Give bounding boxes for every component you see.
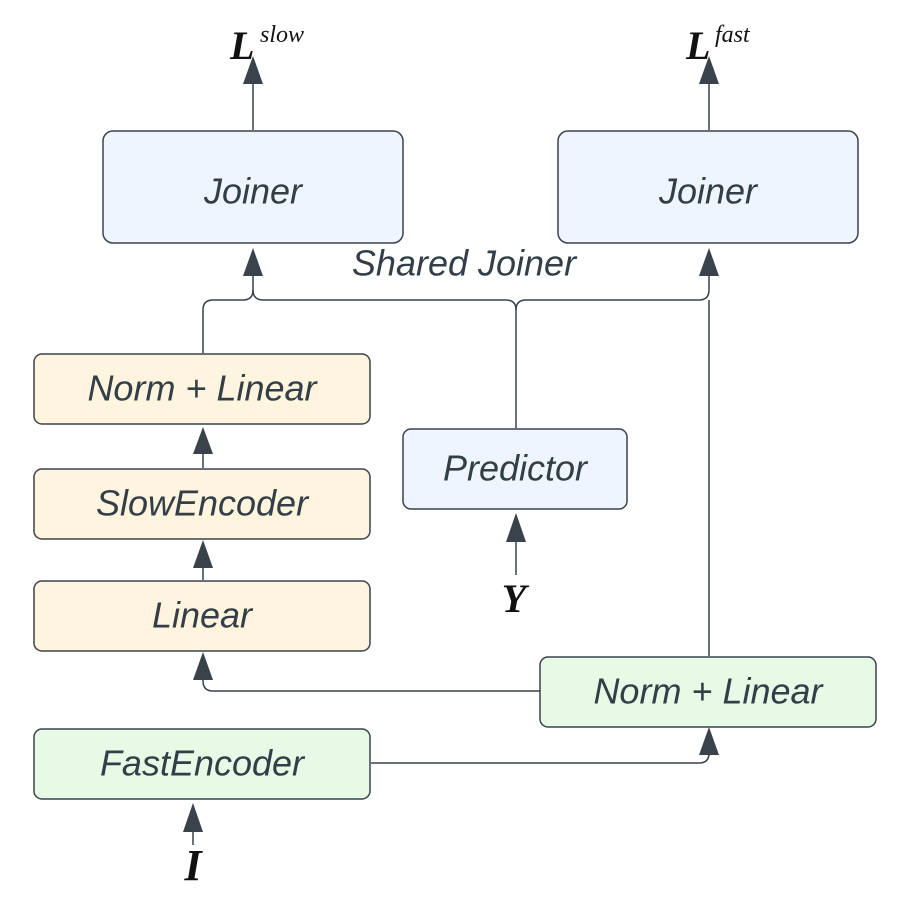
arrowhead-loss-slow: [243, 56, 263, 84]
edge-predictor-to-joiner-slow: [252, 289, 517, 428]
arrowhead-norm-linear-fast: [699, 727, 719, 755]
node-norm-linear-fast[interactable]: Norm + Linear: [539, 656, 877, 728]
arrowhead-joiner-slow: [243, 248, 263, 276]
loss-slow-label: L slow: [229, 22, 304, 68]
edge-norm-linear-fast-to-linear: [202, 676, 540, 692]
loss-fast-label: L fast: [685, 22, 751, 68]
linear-label: Linear: [152, 595, 254, 636]
slow-encoder-box: [33, 468, 371, 540]
joiner-slow-label: Joiner: [203, 171, 304, 212]
arrowhead-loss-fast: [699, 56, 719, 84]
loss-fast-symbol: L: [685, 23, 710, 68]
norm-linear-slow-label: Norm + Linear: [87, 368, 318, 409]
norm-linear-fast-label: Norm + Linear: [593, 671, 824, 712]
loss-slow-superscript: slow: [260, 22, 304, 48]
linear-box: [33, 580, 371, 652]
node-linear[interactable]: Linear: [33, 580, 371, 652]
arrowhead-slow-encoder: [193, 540, 213, 568]
arrowhead-linear: [193, 652, 213, 680]
input-y-label: Y: [502, 576, 530, 621]
node-joiner-fast[interactable]: Joiner: [557, 130, 859, 244]
arrowhead-joiner-fast: [699, 248, 719, 276]
arrowhead-predictor: [506, 513, 526, 542]
predictor-label: Predictor: [443, 448, 589, 489]
shared-joiner-label: Shared Joiner: [352, 243, 578, 284]
node-norm-linear-slow[interactable]: Norm + Linear: [33, 353, 371, 425]
slow-encoder-label: SlowEncoder: [96, 483, 310, 524]
predictor-box: [402, 428, 628, 510]
norm-linear-fast-box: [539, 656, 877, 728]
node-predictor[interactable]: Predictor: [402, 428, 628, 510]
edge-predictor-to-joiner-fast: [515, 272, 710, 311]
fast-encoder-label: FastEncoder: [100, 743, 306, 784]
fast-encoder-box: [33, 728, 371, 800]
joiner-fast-label: Joiner: [658, 171, 759, 212]
loss-fast-superscript: fast: [715, 22, 751, 48]
joiner-fast-box: [557, 130, 859, 244]
node-slow-encoder[interactable]: SlowEncoder: [33, 468, 371, 540]
loss-slow-symbol: L: [229, 23, 254, 68]
input-i-label: I: [183, 841, 203, 890]
node-joiner-slow[interactable]: Joiner: [102, 130, 404, 244]
arrowhead-fast-encoder: [183, 803, 203, 832]
node-fast-encoder[interactable]: FastEncoder: [33, 728, 371, 800]
connectors: [183, 56, 719, 845]
edge-norm-linear-slow-to-joiner-slow: [202, 272, 254, 353]
arrowhead-norm-linear-slow: [193, 427, 213, 454]
edge-fast-encoder-to-norm-linear-fast: [371, 752, 710, 764]
joiner-slow-box: [102, 130, 404, 244]
norm-linear-slow-box: [33, 353, 371, 425]
